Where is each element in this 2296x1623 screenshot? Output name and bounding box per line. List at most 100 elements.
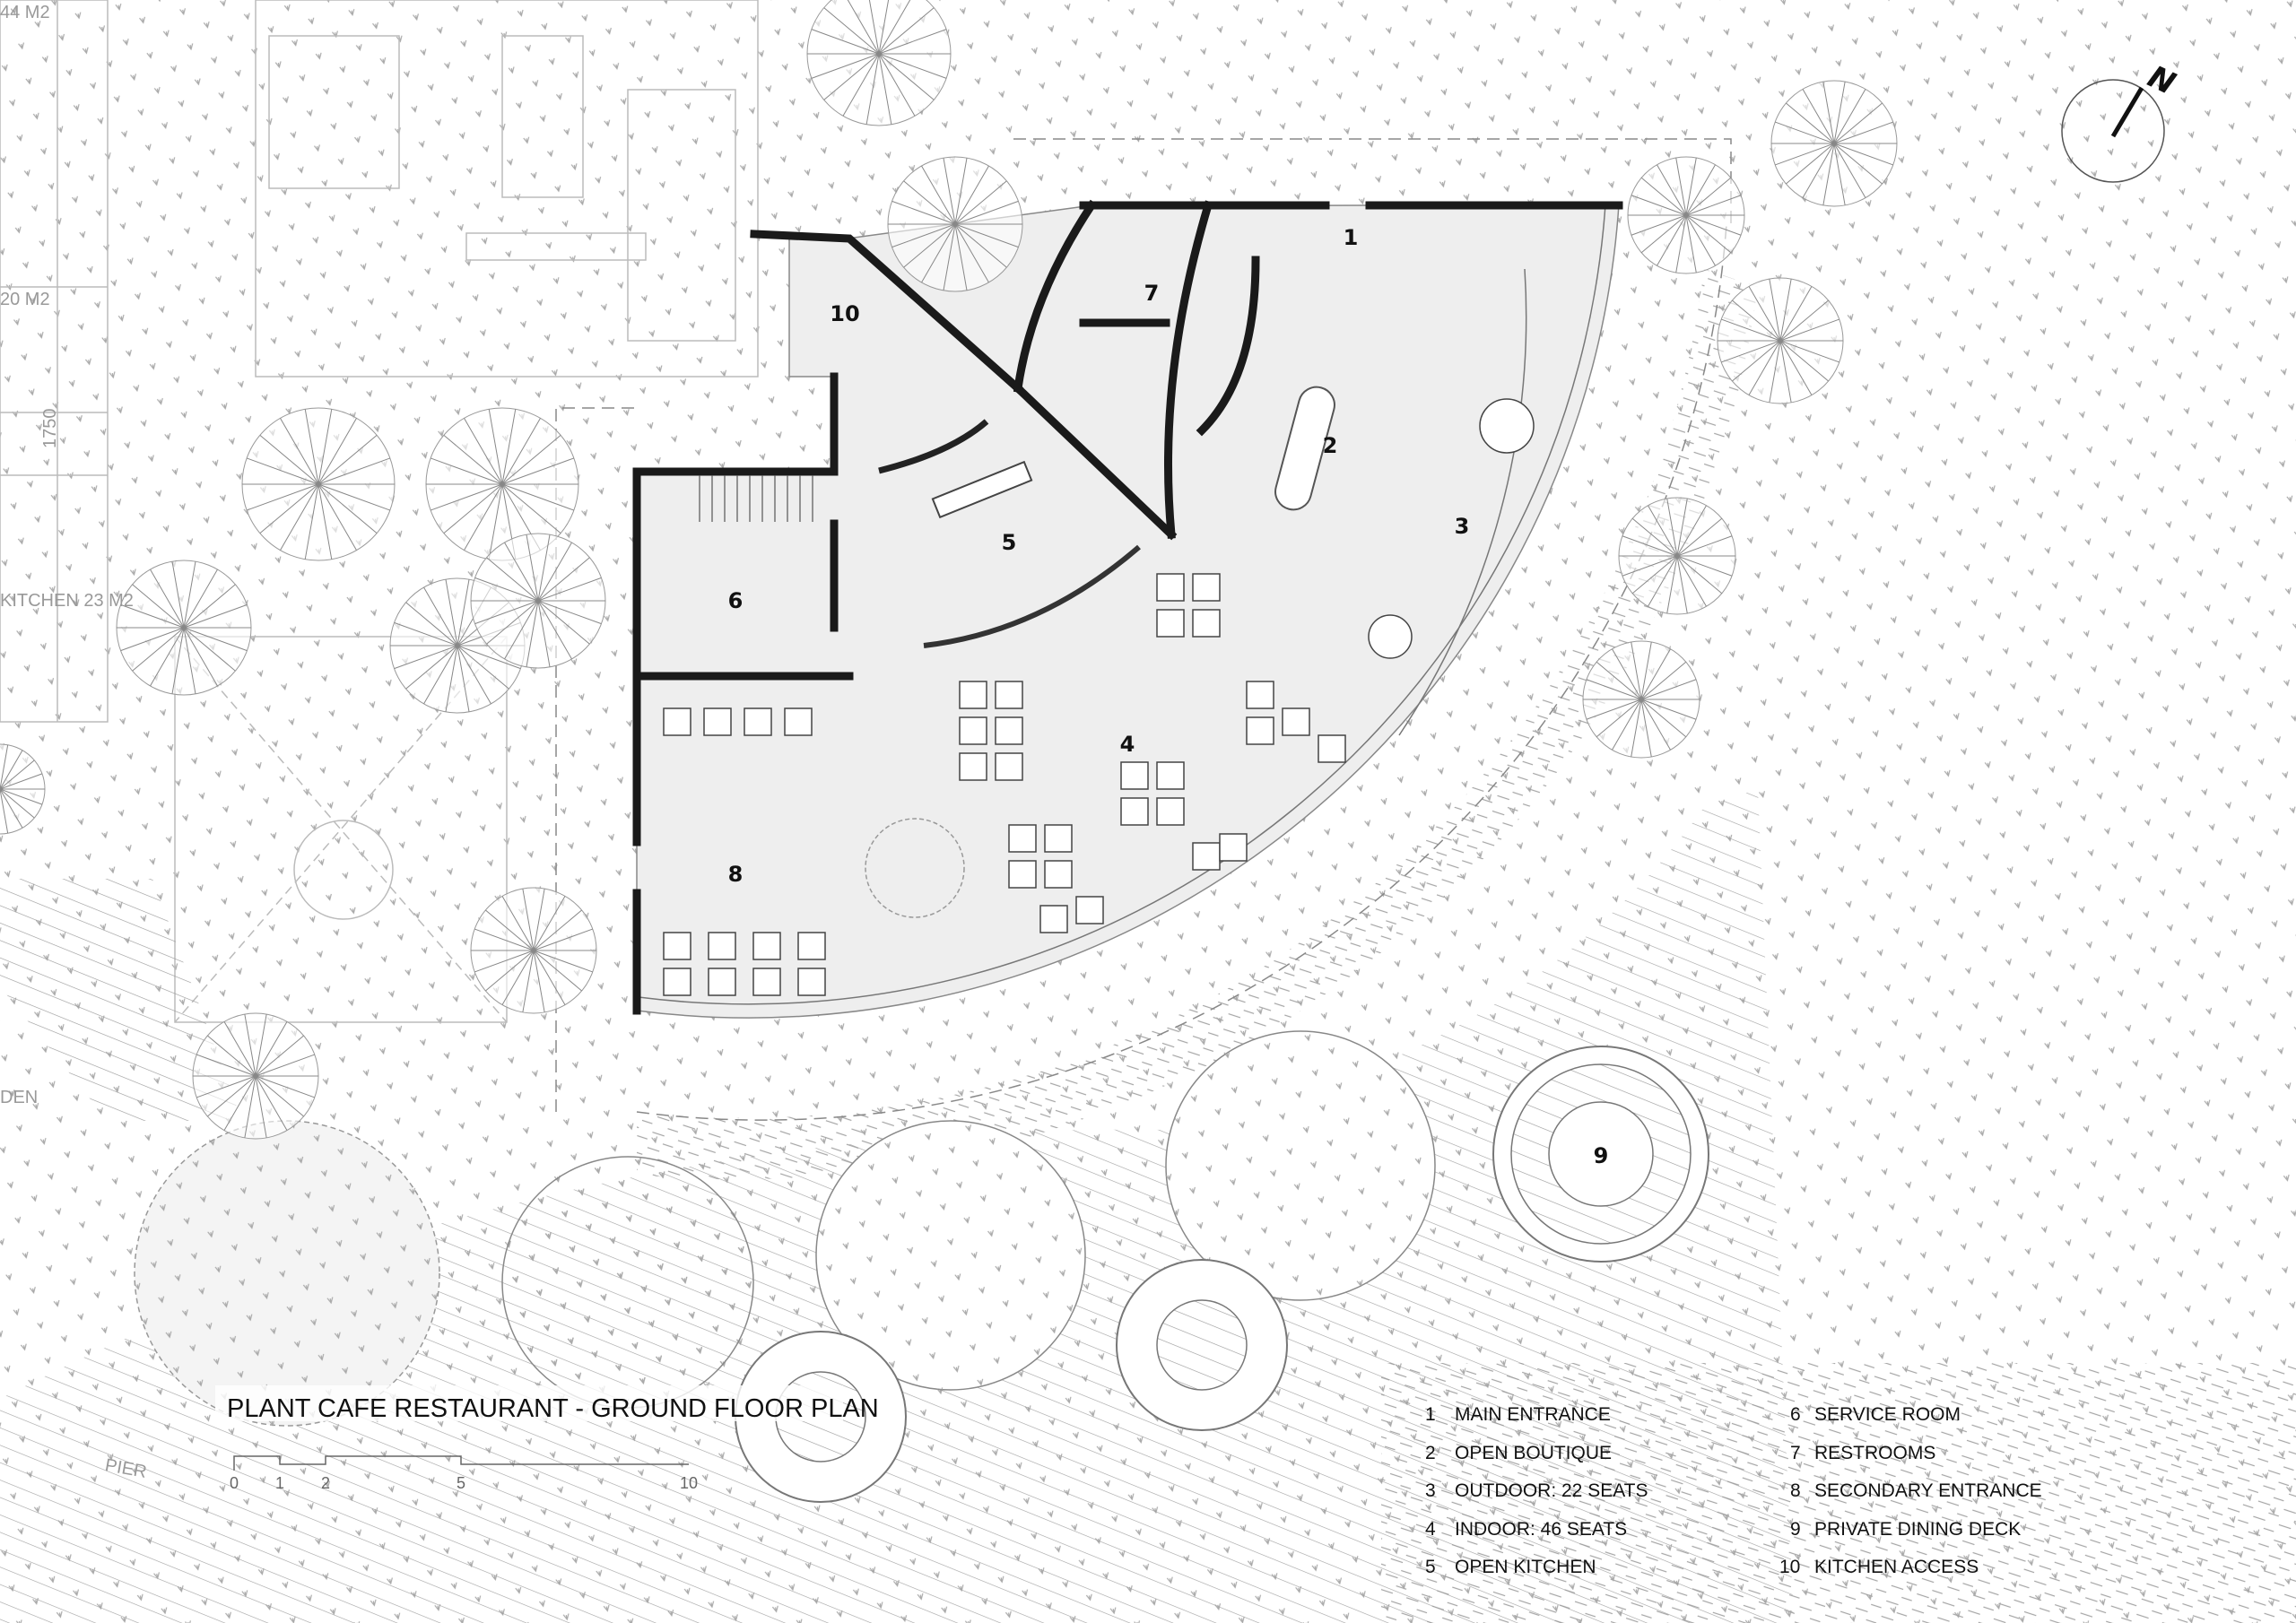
trees [0,0,1898,1140]
svg-text:8: 8 [1790,1480,1801,1501]
table [1044,860,1073,889]
table [708,932,736,960]
svg-text:RESTROOMS: RESTROOMS [1814,1443,1935,1463]
table [1120,761,1149,790]
tree-icon [1582,640,1700,759]
legend-item: 10 KITCHEN ACCESS [1779,1557,1979,1577]
legend: 1 MAIN ENTRANCE 2 OPEN BOUTIQUE 3 OUTDOOR: … [1425,1404,2042,1577]
kitchen-counter [923,544,1141,648]
tree-icon [192,1012,319,1140]
svg-text:PRIVATE DINING DECK: PRIVATE DINING DECK [1814,1519,2021,1540]
svg-text:1: 1 [1425,1404,1436,1425]
walls [632,199,1623,1015]
table [1075,896,1104,924]
stair [699,475,813,522]
drawing-title: PLANT CAFE RESTAURANT - GROUND FLOOR PLA… [227,1394,879,1423]
room-number-6: 6 [728,588,744,613]
table [995,752,1023,781]
garden-label: DEN [0,1088,38,1107]
tree-icon [241,407,396,561]
table [784,707,813,736]
table [1219,833,1248,862]
table [1192,609,1221,638]
table [1192,842,1221,871]
svg-text:9: 9 [1790,1519,1801,1540]
table [995,716,1023,745]
tree-icon [1618,497,1736,615]
table [1156,609,1185,638]
legend-item: 8 SECONDARY ENTRANCE [1790,1480,2042,1501]
site-boundary [636,223,1727,1121]
deck-ring [637,269,1758,1180]
table [797,968,826,996]
room-labels: 1 2 3 4 5 6 7 8 9 10 [728,225,1609,1168]
legend-item: 5 OPEN KITCHEN [1425,1557,1596,1577]
existing-building [0,0,759,1023]
svg-text:OPEN BOUTIQUE: OPEN BOUTIQUE [1455,1443,1612,1463]
room-number-2: 2 [1323,433,1338,458]
tree-icon [470,887,597,1014]
room-area-label: KITCHEN 23 M2 [0,591,134,611]
room-area-label: 20 M2 [0,290,50,309]
room-number-5: 5 [1002,530,1017,555]
svg-text:OPEN KITCHEN: OPEN KITCHEN [1455,1557,1596,1577]
svg-text:3: 3 [1425,1480,1436,1501]
table [703,707,732,736]
legend-item: 4 INDOOR: 46 SEATS [1425,1519,1627,1540]
svg-text:10: 10 [1779,1557,1800,1577]
svg-text:5: 5 [1425,1557,1436,1577]
room-number-9: 9 [1594,1143,1609,1168]
table [708,968,736,996]
room-area-label: 44 M2 [0,3,50,22]
svg-text:4: 4 [1425,1519,1436,1540]
room-number-7: 7 [1144,281,1160,306]
table [663,968,691,996]
table [1008,860,1037,889]
table [1156,761,1185,790]
table [1008,824,1037,853]
table [959,716,987,745]
private-dining-deck [1492,1046,1709,1263]
legend-item: 1 MAIN ENTRANCE [1425,1404,1611,1425]
table [1318,734,1346,763]
svg-text:OUTDOOR: 22 SEATS: OUTDOOR: 22 SEATS [1455,1480,1648,1501]
svg-text:SECONDARY ENTRANCE: SECONDARY ENTRANCE [1814,1480,2042,1501]
legend-item: 2 OPEN BOUTIQUE [1425,1443,1612,1463]
room-number-3: 3 [1455,514,1470,539]
tree-icon [116,560,252,696]
table [1156,797,1185,826]
existing-building-labels: 44 M2 20 M2 KITCHEN 23 M2 1750 [0,3,134,611]
svg-text:INDOOR: 46 SEATS: INDOOR: 46 SEATS [1455,1519,1627,1540]
table [663,707,691,736]
scale-tick: 10 [680,1474,698,1492]
table [1156,573,1185,602]
room-number-8: 8 [728,862,744,887]
tree-icon [0,743,46,835]
table [752,932,781,960]
boutique-display [1274,386,1335,511]
grass-islands [134,1030,1436,1427]
table [1039,905,1068,933]
table [1246,716,1274,745]
table [1044,824,1073,853]
furniture [663,398,1535,996]
room-number-4: 4 [1120,732,1135,757]
room-number-1: 1 [1344,225,1359,250]
svg-text:2: 2 [1425,1443,1436,1463]
tree-icon [1770,80,1898,207]
outdoor-terrace-edge [1398,268,1527,736]
table [797,932,826,960]
svg-text:KITCHEN ACCESS: KITCHEN ACCESS [1814,1557,1979,1577]
tree-icon [1627,156,1745,274]
tree-icon [425,407,579,561]
scale-tick: 1 [275,1474,284,1492]
kitchen-counter [878,419,989,474]
svg-text:MAIN ENTRANCE: MAIN ENTRANCE [1455,1404,1611,1425]
dimension-label: 1750 [40,409,60,449]
table [1192,573,1221,602]
table [1282,707,1310,736]
tree-icon [470,533,606,669]
